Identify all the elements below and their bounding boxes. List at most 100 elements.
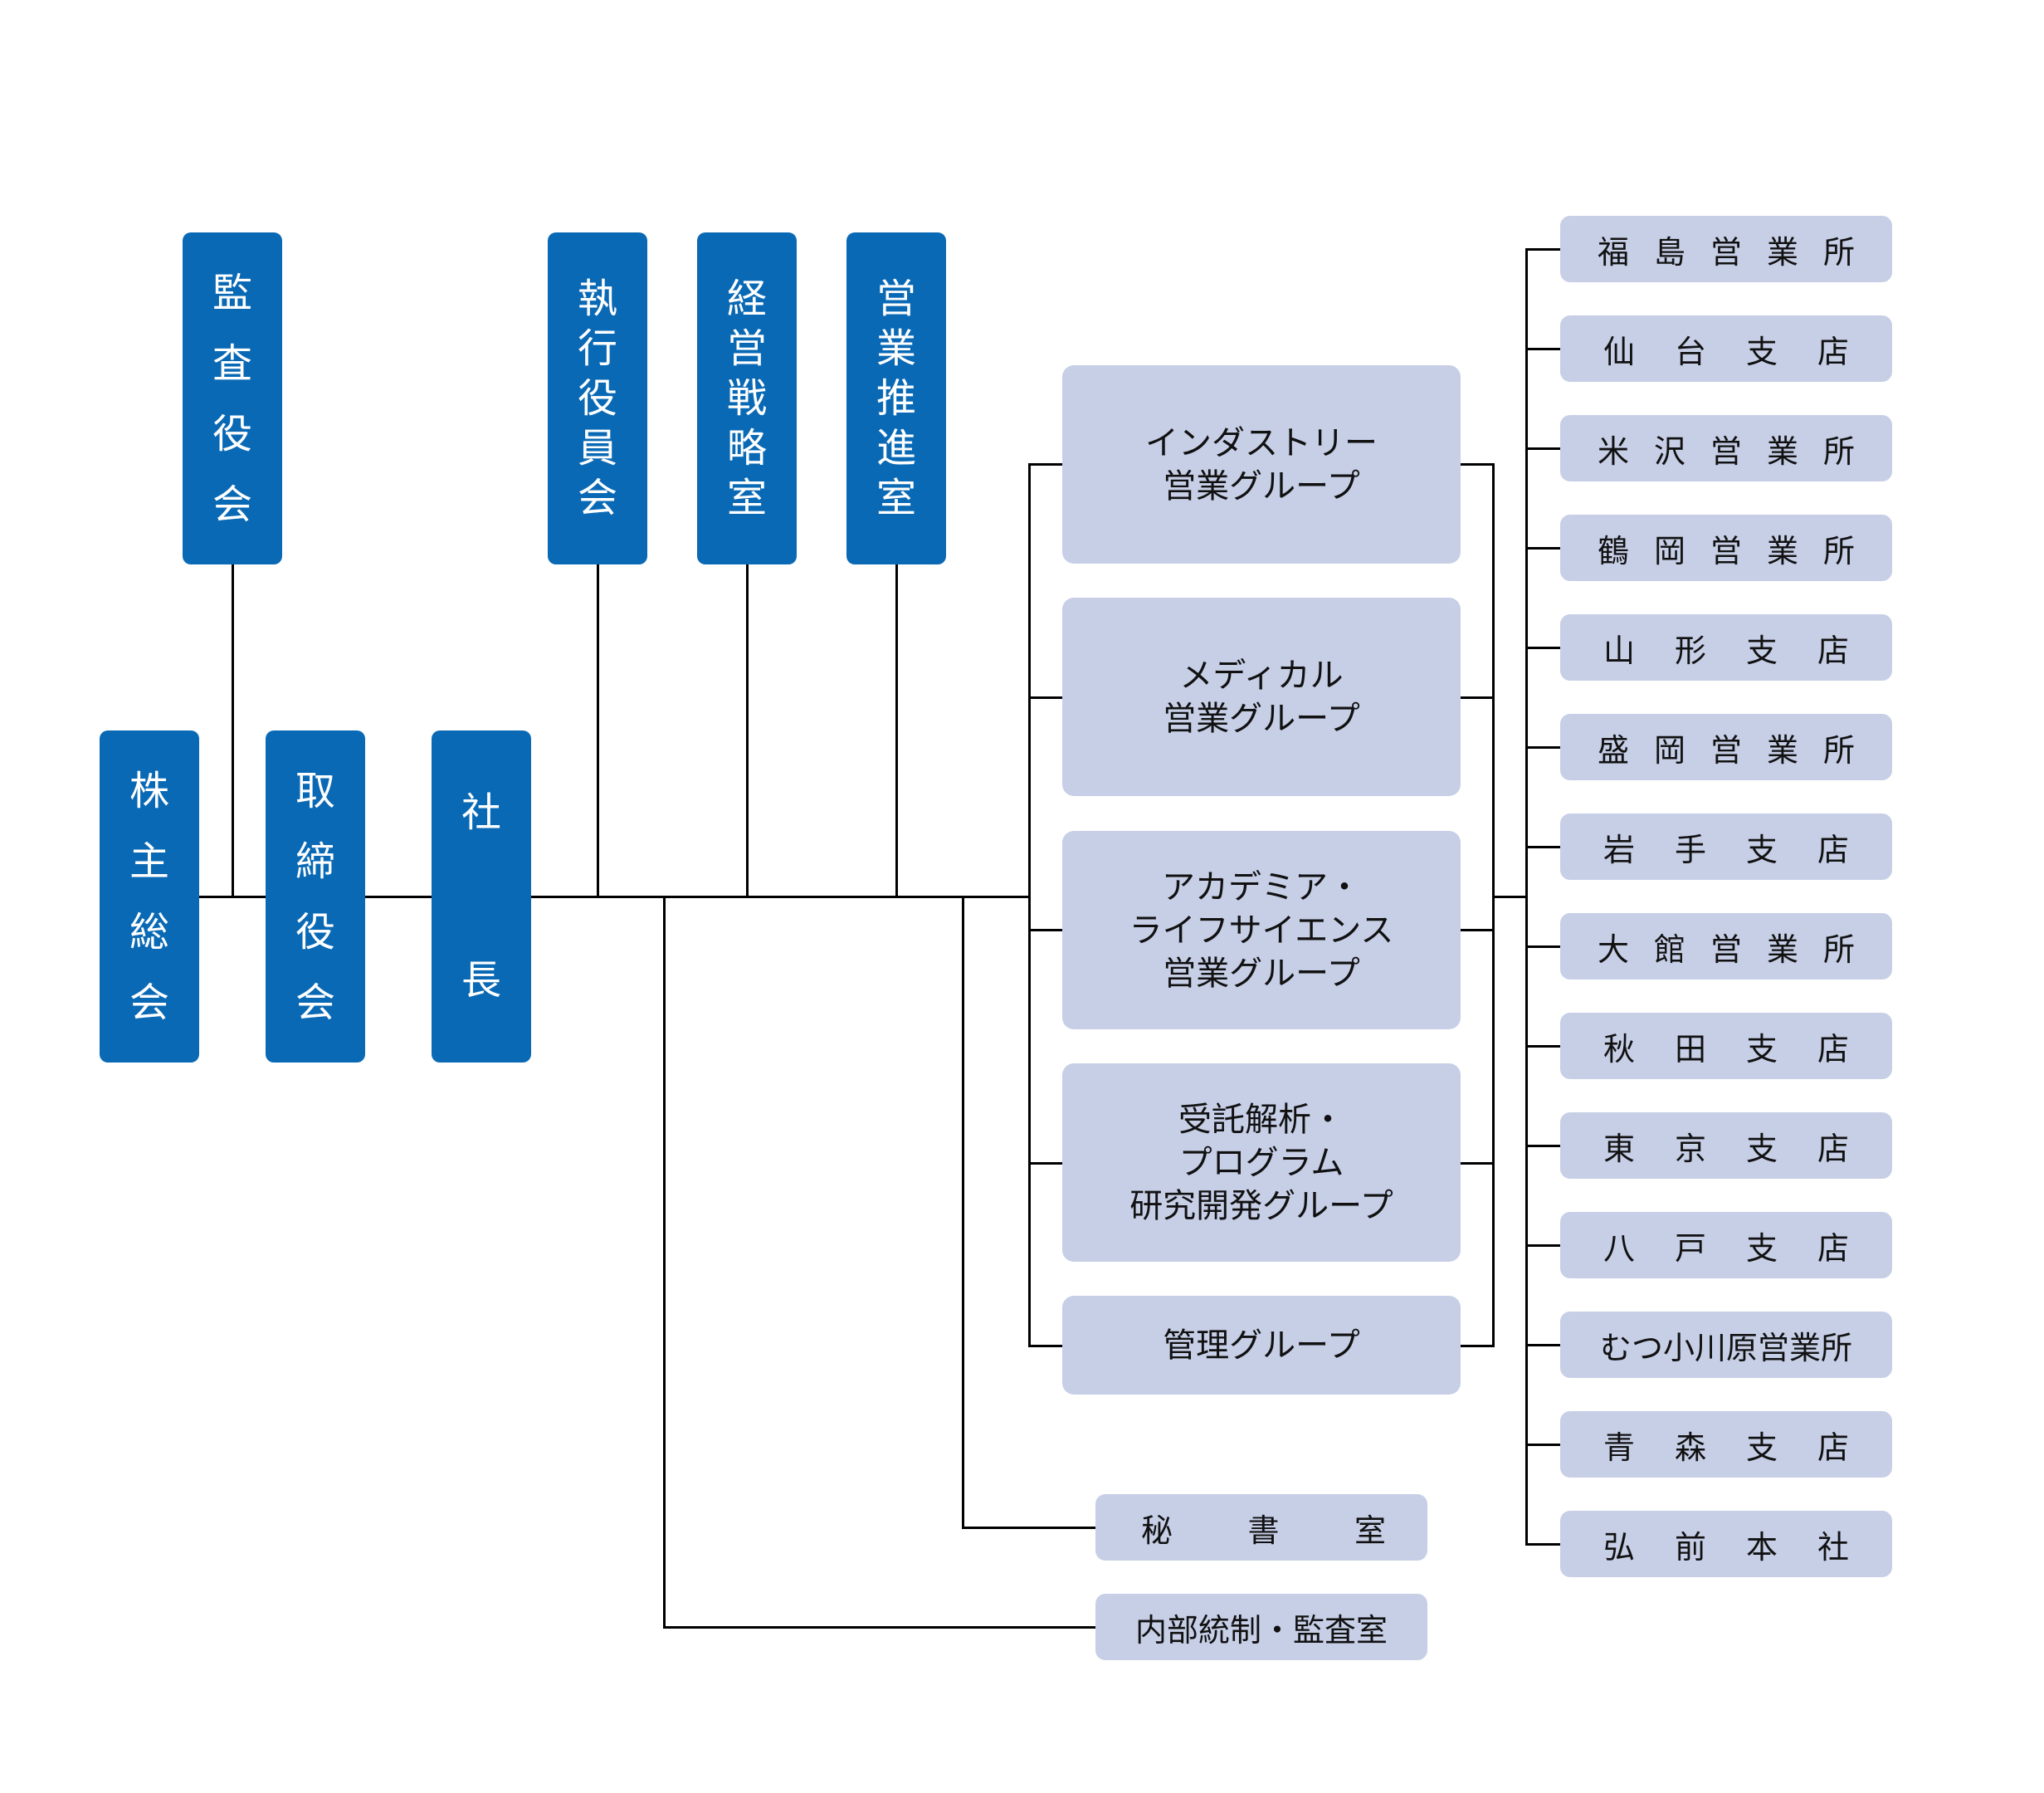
branch-label: 秋田支店 (1603, 1030, 1889, 1067)
branch-label: 八戸支店 (1603, 1229, 1889, 1267)
office-label-char: 書 (1247, 1512, 1280, 1549)
groups-right-bracket (1492, 463, 1495, 1346)
branch-box[interactable]: 弘前本社 (1560, 1511, 1892, 1577)
group-label-line: 管理グループ (1163, 1326, 1360, 1365)
label-char: 室 (726, 475, 767, 521)
industry-sales-group-box[interactable]: インダストリー 営業グループ (1062, 365, 1461, 564)
branch-connector (1525, 945, 1560, 948)
management-strategy-office-label: 経営戦略室 (727, 274, 767, 523)
branch-box[interactable]: 岩手支店 (1560, 813, 1892, 880)
secretary-office-box[interactable]: 秘書室 (1095, 1494, 1427, 1561)
medical-sales-group-box[interactable]: メディカル 営業グループ (1062, 598, 1461, 796)
secretary-horizontal (962, 1527, 1095, 1529)
administration-group-label: 管理グループ (1163, 1324, 1360, 1367)
management-strategy-office-box[interactable]: 経営戦略室 (697, 232, 797, 564)
label-char: 員 (577, 425, 617, 471)
sales-promotion-office-label: 営業推進室 (876, 274, 916, 523)
board-of-directors-box[interactable]: 取締役会 (266, 730, 365, 1063)
branch-connector (1525, 1444, 1560, 1446)
label-char: 行 (577, 325, 617, 372)
branch-label: 福島営業所 (1597, 233, 1880, 271)
branch-box[interactable]: 秋田支店 (1560, 1013, 1892, 1079)
board-of-directors-label: 取締役会 (295, 755, 335, 1038)
branch-box[interactable]: 東京支店 (1560, 1112, 1892, 1179)
group-left-stub-2 (1028, 929, 1062, 931)
label-char: 戦 (726, 375, 767, 422)
president-box[interactable]: 社長 (432, 730, 531, 1063)
branch-box[interactable]: 八戸支店 (1560, 1212, 1892, 1278)
executive-officers-connector (597, 564, 599, 897)
executive-officers-committee-box[interactable]: 執行役員会 (548, 232, 647, 564)
sales-promotion-connector (895, 564, 898, 897)
label-char: 会 (577, 475, 617, 521)
academia-lifescience-sales-group-box[interactable]: アカデミア・ ライフサイエンス 営業グループ (1062, 831, 1461, 1029)
branch-connector (1525, 547, 1560, 550)
group-left-stub-4 (1028, 1345, 1062, 1347)
group-right-stub-0 (1461, 463, 1495, 466)
group-label-line: アカデミア・ (1162, 867, 1361, 906)
audit-board-connector (232, 564, 234, 897)
branch-connector (1525, 1244, 1560, 1247)
audit-board-label: 監査役会 (212, 257, 252, 540)
label-char: 営 (876, 276, 916, 322)
sales-promotion-office-box[interactable]: 営業推進室 (846, 232, 946, 564)
academia-lifescience-sales-group-label: アカデミア・ ライフサイエンス 営業グループ (1129, 866, 1394, 995)
label-char: 推 (876, 375, 916, 422)
branch-connector (1525, 1344, 1560, 1346)
label-char: 締 (295, 838, 335, 885)
internal-control-audit-office-label: 内部統制・監査室 (1134, 1611, 1388, 1649)
label-char: 会 (129, 979, 169, 1026)
branch-label: 米沢営業所 (1597, 432, 1880, 470)
label-char: 会 (295, 979, 335, 1026)
label-char: 会 (212, 481, 252, 528)
branch-connector (1525, 348, 1560, 350)
label-char: 室 (876, 475, 916, 521)
label-char: 監 (212, 269, 252, 316)
branch-connector (1525, 1145, 1560, 1147)
internal-audit-vertical (663, 896, 666, 1629)
branch-connector (1525, 746, 1560, 749)
audit-board-box[interactable]: 監査役会 (183, 232, 282, 564)
label-char: 査 (212, 340, 252, 387)
group-label-line: プログラム (1178, 1143, 1344, 1182)
branch-box[interactable]: 福島営業所 (1560, 216, 1892, 282)
branch-connector (1525, 647, 1560, 649)
main-trunk-line (199, 896, 1029, 898)
branch-box[interactable]: 仙台支店 (1560, 315, 1892, 382)
branch-box[interactable]: 青森支店 (1560, 1411, 1892, 1478)
office-label-char: 室 (1354, 1512, 1386, 1549)
branches-vertical (1525, 248, 1528, 1546)
branch-label: 山形支店 (1603, 632, 1889, 669)
executive-officers-committee-label: 執行役員会 (578, 274, 617, 523)
group-left-stub-1 (1028, 696, 1062, 699)
branch-box[interactable]: 鶴岡営業所 (1560, 515, 1892, 581)
label-char: 長 (461, 957, 501, 1004)
medical-sales-group-label: メディカル 営業グループ (1163, 654, 1360, 740)
group-right-stub-1 (1461, 696, 1495, 699)
group-right-stub-4 (1461, 1345, 1495, 1347)
label-char: 経 (726, 276, 767, 322)
strategy-office-connector (746, 564, 749, 897)
branch-box[interactable]: 山形支店 (1560, 614, 1892, 681)
label-char: 役 (212, 410, 252, 457)
branch-box[interactable]: 米沢営業所 (1560, 415, 1892, 481)
label-char: 執 (577, 276, 617, 322)
group-label-line: 営業グループ (1163, 467, 1360, 506)
office-label-char: 秘 (1141, 1512, 1173, 1549)
contract-analysis-rd-group-box[interactable]: 受託解析・ プログラム 研究開発グループ (1062, 1063, 1461, 1262)
shareholders-meeting-box[interactable]: 株主総会 (100, 730, 199, 1063)
label-char: 社 (461, 789, 501, 836)
label-char: 株 (129, 767, 169, 814)
group-label-line: ライフサイエンス (1129, 911, 1394, 950)
branch-box[interactable]: 盛岡営業所 (1560, 714, 1892, 780)
branch-box[interactable]: 大館営業所 (1560, 913, 1892, 980)
branch-label: 弘前本社 (1603, 1528, 1889, 1566)
branch-label: 東京支店 (1603, 1130, 1889, 1167)
branch-box[interactable]: むつ小川原営業所 (1560, 1312, 1892, 1378)
label-char: 進 (876, 425, 916, 471)
group-right-stub-3 (1461, 1162, 1495, 1165)
administration-group-box[interactable]: 管理グループ (1062, 1296, 1461, 1395)
contract-analysis-rd-group-label: 受託解析・ プログラム 研究開発グループ (1129, 1098, 1393, 1228)
internal-control-audit-office-box[interactable]: 内部統制・監査室 (1095, 1594, 1427, 1660)
branch-connector (1525, 248, 1560, 251)
